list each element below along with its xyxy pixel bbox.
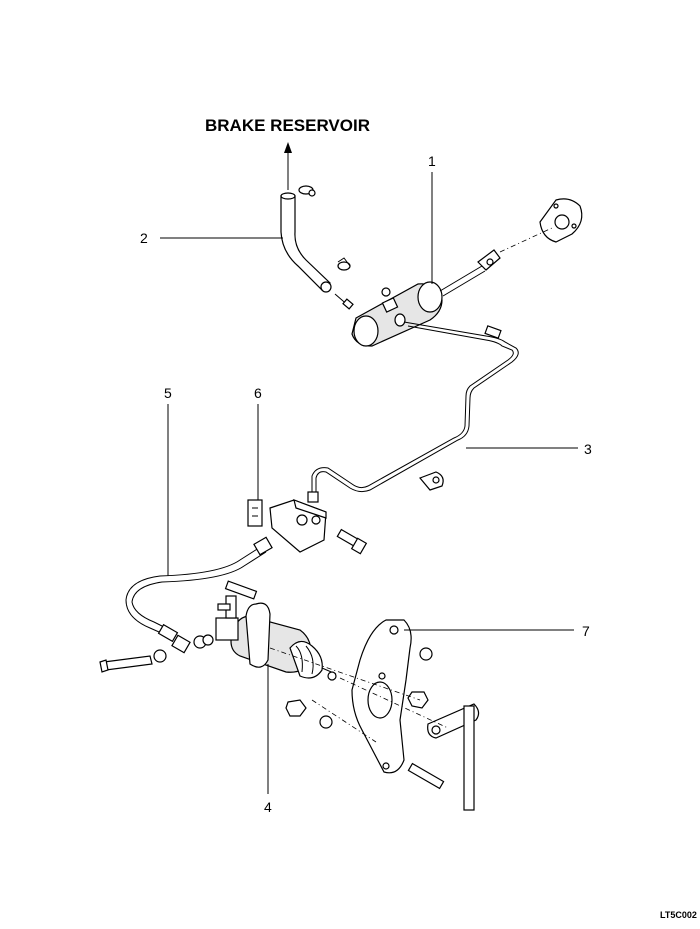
callout-7: 7 <box>582 623 590 639</box>
hose-clamp-lower <box>337 257 351 271</box>
bracket-bolt <box>336 528 368 555</box>
pedal-bracket-plate <box>351 619 412 774</box>
callout-3: 3 <box>584 441 592 457</box>
hose-mounting-bracket <box>269 499 327 553</box>
callout-2: 2 <box>140 230 148 246</box>
plate-bolt <box>407 762 445 790</box>
clutch-master-cylinder <box>351 281 443 347</box>
pipe-clip <box>418 471 444 491</box>
reference-code: LT5C002 <box>660 910 697 920</box>
callout-1: 1 <box>428 153 436 169</box>
flexible-hose <box>125 536 273 654</box>
diagram-title: BRAKE RESERVOIR <box>205 116 370 135</box>
master-cylinder-bracket <box>539 198 583 243</box>
banjo-bolt <box>99 635 207 673</box>
master-cylinder-pushrod <box>439 249 501 297</box>
clutch-pipe <box>307 321 519 503</box>
reservoir-hose <box>280 192 332 293</box>
callout-6: 6 <box>254 385 262 401</box>
pedal-pivot-arm <box>427 703 480 811</box>
slave-cylinder-bolt <box>224 580 258 600</box>
hose-end-fitting <box>334 293 354 310</box>
clutch-slave-cylinder <box>202 595 312 673</box>
reservoir-arrow <box>284 142 292 190</box>
slave-cylinder-boot <box>289 640 337 681</box>
retaining-clip <box>247 499 263 527</box>
hose-clamp-upper <box>298 185 316 197</box>
callout-4: 4 <box>264 799 272 815</box>
callout-5: 5 <box>164 385 172 401</box>
plate-nuts-washers <box>285 647 433 729</box>
